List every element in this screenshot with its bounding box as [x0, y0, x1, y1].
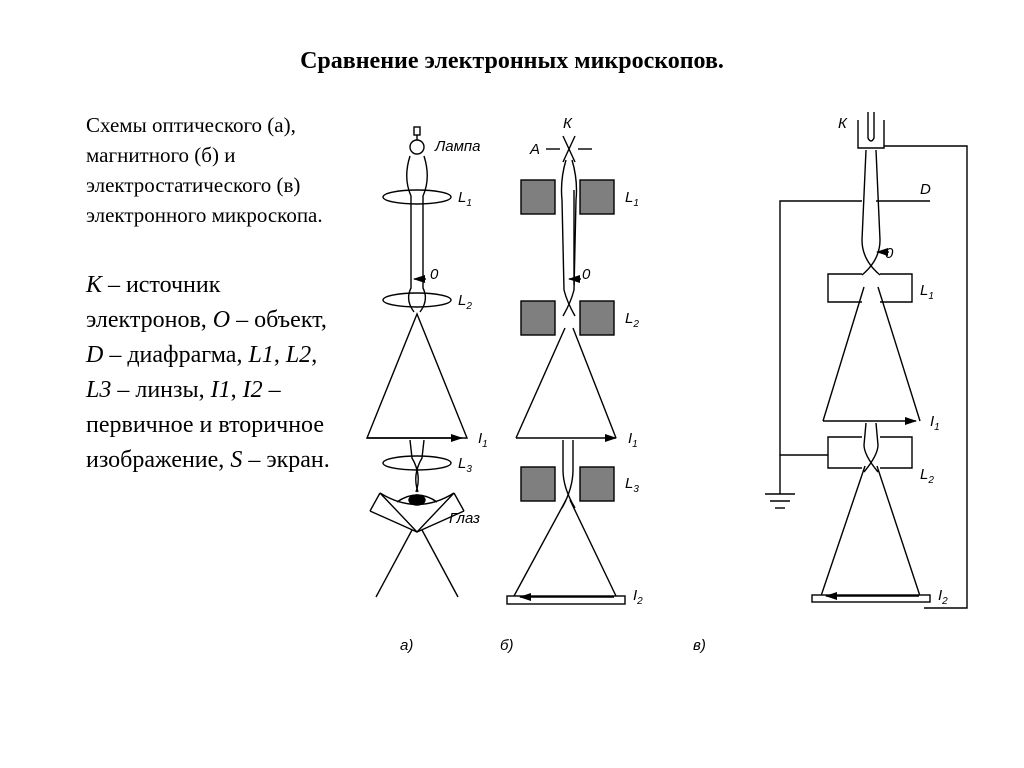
legend-text-4: – линзы, — [111, 377, 211, 403]
label-i2-v: I2 — [938, 587, 948, 607]
lens-l2-optical — [382, 292, 452, 308]
legend-o: О — [212, 307, 231, 333]
legend-s: S — [230, 447, 243, 473]
slide-title: Сравнение электронных микроскопов. — [300, 48, 724, 74]
legend-l2: L2 — [285, 342, 312, 368]
legend-text-6: – экран. — [242, 447, 330, 473]
magnet-l3-right — [579, 466, 615, 502]
label-i1-v: I1 — [930, 413, 940, 433]
label-l1-a: L1 — [458, 189, 472, 209]
label-object-a: 0 — [430, 266, 439, 283]
symbol-legend: К – источник электронов, О – объект, D –… — [86, 268, 336, 478]
legend-text-5: – первичное и вторичное изображение, — [86, 377, 324, 473]
magnet-l3-left — [520, 466, 556, 502]
label-d-v: D — [920, 181, 931, 198]
legend-text-1: – источник электронов, — [86, 272, 221, 333]
scheme-label-a: а) — [400, 637, 413, 654]
screen-electrostatic — [811, 594, 931, 603]
figure-caption: Схемы оптического (а), магнитного (б) и … — [86, 113, 323, 227]
lens-l1-optical — [382, 189, 452, 205]
lamp-icon — [409, 126, 425, 155]
screen-magnetic — [506, 595, 626, 605]
label-l2-a: L2 — [458, 292, 472, 312]
label-eye: Глаз — [449, 510, 480, 527]
label-k-b: К — [563, 115, 573, 132]
legend-sep-2: , — [311, 342, 318, 368]
legend-text-2: – объект, — [230, 307, 327, 333]
label-i1-a: I1 — [478, 430, 488, 450]
label-i2-b: I2 — [633, 587, 643, 607]
legend-l1: L1 — [248, 342, 274, 368]
legend-d: D — [86, 342, 104, 368]
magnet-l1-right — [579, 179, 615, 215]
label-l2-v: L2 — [920, 466, 934, 486]
eye-icon — [369, 492, 465, 534]
label-l1-b: L1 — [625, 189, 639, 209]
label-i1-b: I1 — [628, 430, 638, 450]
label-object-v: 0 — [885, 245, 894, 262]
label-a-b: А — [529, 141, 540, 158]
legend-sep-1: , — [273, 342, 286, 368]
label-lamp: Лампа — [434, 138, 481, 155]
ground-icon — [765, 455, 795, 509]
label-l1-v: L1 — [920, 282, 934, 302]
magnetic-microscope-scheme — [506, 135, 626, 605]
magnet-l2-left — [520, 300, 556, 336]
legend-i1: I1 — [210, 377, 231, 403]
label-k-v: К — [838, 115, 848, 132]
legend-k: К — [86, 272, 102, 298]
scheme-label-b: б) — [500, 637, 513, 654]
lens-l3-optical — [382, 455, 452, 471]
label-object-b: 0 — [582, 266, 591, 283]
electrostatic-microscope-scheme — [765, 112, 968, 609]
legend-text-3: – диафрагма, — [103, 342, 249, 368]
scheme-label-v: в) — [693, 637, 706, 654]
label-l3-b: L3 — [625, 475, 639, 495]
legend-i2: I2 — [242, 377, 263, 403]
optical-microscope-scheme — [365, 126, 469, 598]
legend-l3: L3 — [86, 377, 112, 403]
magnet-l2-right — [579, 300, 615, 336]
label-l2-b: L2 — [625, 310, 639, 330]
legend-sep-3: , — [230, 377, 243, 403]
label-l3-a: L3 — [458, 455, 472, 475]
magnet-l1-left — [520, 179, 556, 215]
